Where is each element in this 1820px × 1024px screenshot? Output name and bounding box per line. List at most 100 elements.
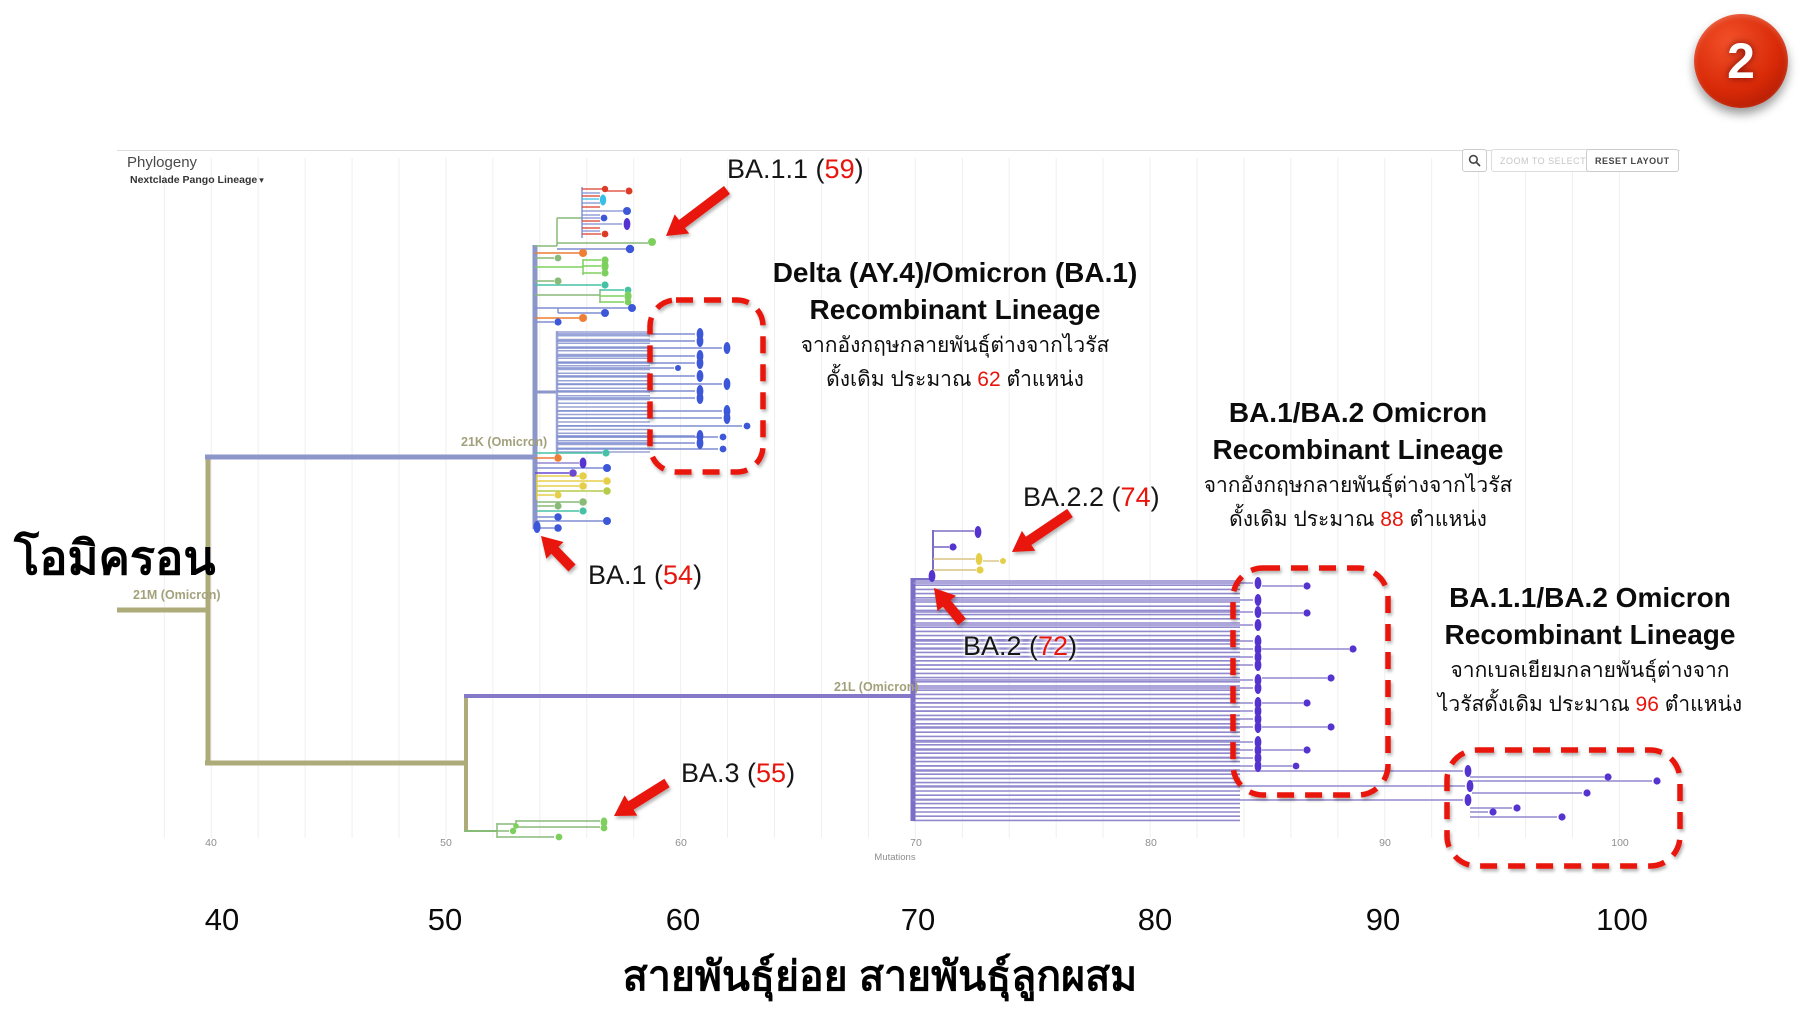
tree-node[interactable] (1303, 609, 1311, 617)
callout-ba3-close: ) (786, 758, 796, 788)
tree-node[interactable] (601, 185, 609, 193)
tree-node[interactable] (723, 378, 731, 390)
tree-node[interactable] (579, 498, 587, 506)
tree-node[interactable] (1349, 645, 1357, 653)
tree-node[interactable] (625, 187, 633, 195)
tree-node[interactable] (601, 269, 609, 277)
tree-node[interactable] (1254, 721, 1262, 733)
tree-node[interactable] (723, 412, 731, 424)
tree-node[interactable] (1489, 808, 1497, 816)
tree-node[interactable] (1583, 789, 1591, 797)
tree-node[interactable] (1303, 699, 1311, 707)
tree-node[interactable] (623, 218, 631, 230)
tree-node[interactable] (601, 309, 609, 317)
info-mutation-count: 96 (1635, 692, 1659, 716)
tree-node[interactable] (1254, 659, 1262, 671)
tree-node[interactable] (696, 357, 704, 369)
tree-node[interactable] (600, 817, 608, 827)
tree-node[interactable] (1464, 794, 1472, 806)
tree-node[interactable] (569, 469, 577, 477)
tree-node[interactable] (628, 304, 636, 312)
tree-node[interactable] (603, 477, 611, 485)
tree-node[interactable] (579, 249, 587, 257)
tree-node[interactable] (696, 437, 704, 449)
tree-node[interactable] (696, 335, 704, 347)
tree-node[interactable] (719, 445, 727, 453)
tree-node[interactable] (601, 281, 609, 289)
tree-node[interactable] (623, 207, 631, 215)
tree-node[interactable] (1292, 762, 1300, 770)
tree-node[interactable] (1254, 619, 1262, 631)
tree-node[interactable] (928, 570, 936, 582)
tree-node[interactable] (723, 342, 731, 354)
axis-title: Mutations (874, 852, 916, 863)
tree-node[interactable] (1558, 813, 1566, 821)
tree-node[interactable] (1653, 777, 1661, 785)
tree-node[interactable] (579, 457, 587, 469)
tree-node[interactable] (625, 244, 635, 254)
tree-node[interactable] (554, 524, 562, 532)
tree-node[interactable] (554, 491, 562, 499)
tree-node[interactable] (1303, 746, 1311, 754)
tree-node[interactable] (579, 314, 587, 322)
tree-node[interactable] (601, 230, 609, 238)
tree-node[interactable] (1254, 594, 1262, 606)
tree-node[interactable] (1254, 682, 1262, 694)
tree-node[interactable] (554, 254, 562, 262)
reset-layout-button[interactable]: RESET LAYOUT (1586, 149, 1679, 172)
tree-node[interactable] (1254, 577, 1262, 589)
tree-node[interactable] (949, 543, 957, 551)
tree-node[interactable] (579, 472, 587, 480)
tree-node[interactable] (513, 823, 519, 829)
tree-node[interactable] (555, 833, 563, 841)
tree-node[interactable] (600, 214, 608, 222)
tree-node[interactable] (603, 487, 611, 495)
tree-node[interactable] (1000, 558, 1006, 564)
tree-node[interactable] (579, 507, 587, 515)
search-icon (1468, 154, 1481, 167)
tree-node[interactable] (554, 277, 562, 285)
annotation-arrow (934, 588, 966, 626)
axis-tick: 90 (1379, 837, 1391, 849)
tree-node[interactable] (601, 260, 609, 272)
tree-node[interactable] (696, 392, 704, 404)
tree-node[interactable] (1464, 765, 1472, 777)
tree-node[interactable] (509, 827, 517, 835)
tree-node[interactable] (1513, 804, 1521, 812)
panel-top-divider (117, 150, 1680, 151)
tree-node[interactable] (1254, 760, 1262, 772)
tree-node[interactable] (1466, 780, 1474, 792)
tree-node[interactable] (719, 433, 727, 441)
tree-node[interactable] (1327, 674, 1335, 682)
clade-label-21m: 21M (Omicron) (133, 588, 221, 602)
tree-node[interactable] (533, 521, 541, 533)
tree-node[interactable] (602, 449, 610, 457)
tree-node[interactable] (1303, 582, 1311, 590)
search-button[interactable] (1462, 149, 1487, 172)
tree-node[interactable] (1604, 773, 1612, 781)
tree-node[interactable] (554, 513, 562, 521)
tree-node[interactable] (579, 482, 587, 490)
tree-node[interactable] (1327, 723, 1335, 731)
slide-number: 2 (1727, 33, 1755, 89)
tree-node[interactable] (974, 526, 982, 538)
tree-node[interactable] (554, 318, 562, 326)
zoom-to-selected-button[interactable]: ZOOM TO SELECTED (1491, 149, 1609, 172)
tree-node[interactable] (675, 365, 681, 371)
tree-node[interactable] (975, 553, 983, 565)
tree-node[interactable] (603, 517, 611, 525)
tree-node[interactable] (976, 566, 984, 574)
tree-node[interactable] (554, 502, 562, 510)
tree-node[interactable] (624, 291, 632, 301)
tree-node[interactable] (554, 454, 562, 462)
tree-node[interactable] (648, 238, 656, 246)
tree-node[interactable] (600, 824, 608, 832)
tree-node[interactable] (599, 194, 607, 206)
tree-node[interactable] (624, 298, 632, 306)
info-thai-line: ดั้งเดิม ประมาณ 62 ตำแหน่ง (705, 363, 1205, 397)
tree-node[interactable] (743, 422, 751, 430)
tree-node[interactable] (603, 464, 611, 472)
lineage-dropdown[interactable]: Nextclade Pango Lineage▾ (130, 174, 264, 186)
tree-node[interactable] (1254, 606, 1262, 618)
tree-node[interactable] (696, 370, 704, 382)
